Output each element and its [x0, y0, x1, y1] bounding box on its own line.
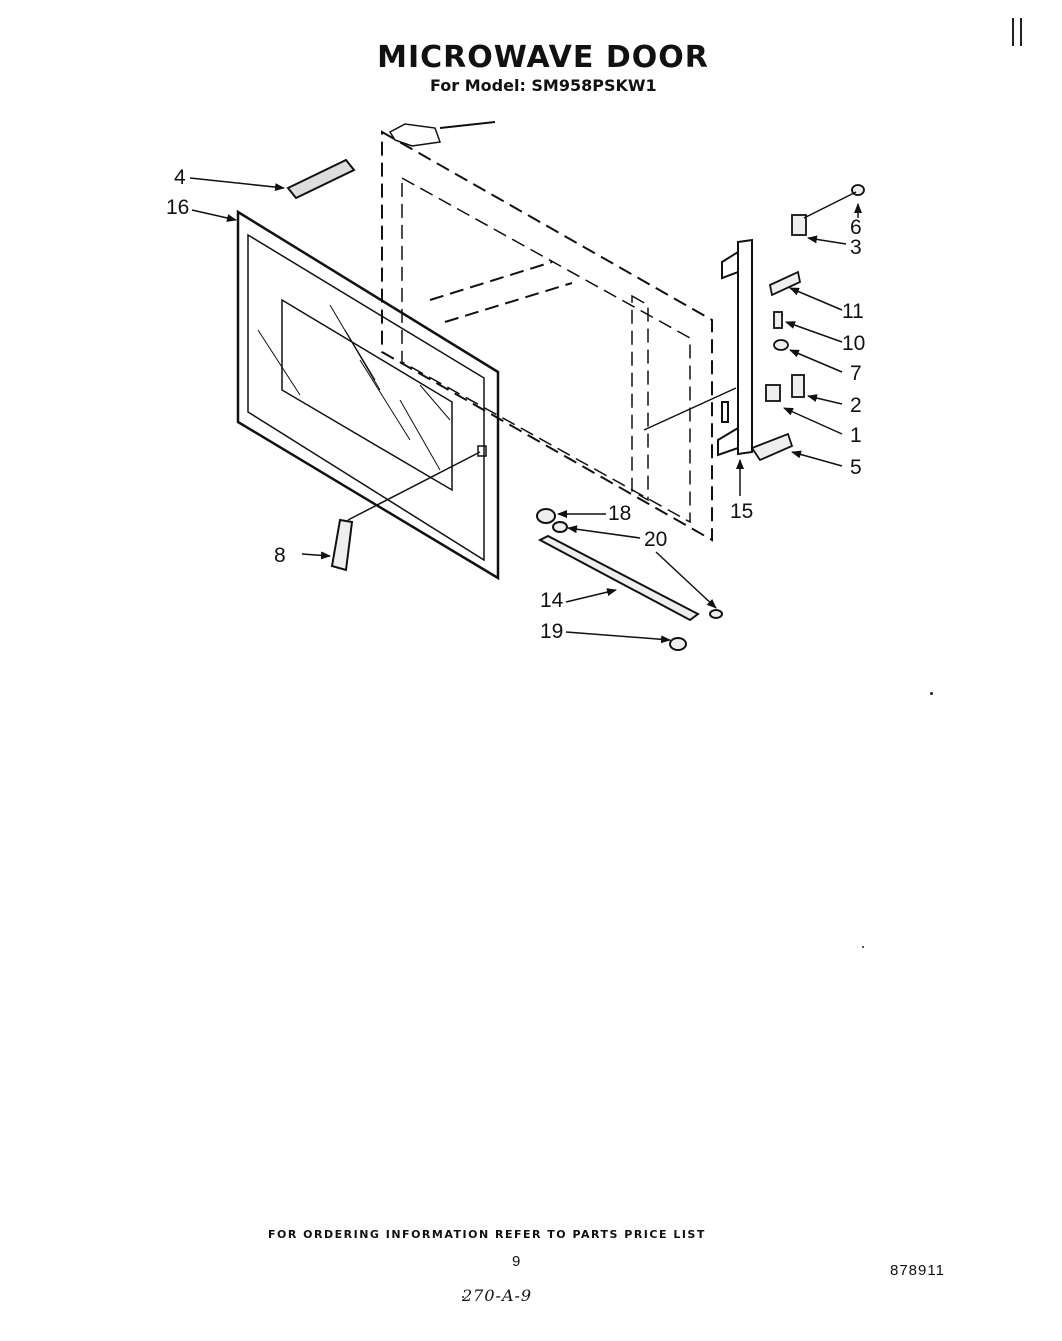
handwritten-note: 270-A-9	[462, 1286, 533, 1305]
leader-lines	[347, 191, 857, 521]
hinge-plate	[286, 158, 356, 200]
callout-20: 20	[644, 528, 667, 551]
callout-10: 10	[842, 332, 865, 355]
callout-19: 19	[540, 620, 563, 643]
callouts	[189, 177, 862, 644]
stray-mark-1	[930, 692, 933, 695]
ordering-info-note: FOR ORDERING INFORMATION REFER TO PARTS …	[268, 1228, 706, 1241]
page-number: 9	[512, 1253, 521, 1270]
callout-7: 7	[850, 362, 862, 385]
callout-11: 11	[842, 300, 864, 323]
margin-mark	[1012, 18, 1022, 46]
callout-15: 15	[730, 500, 753, 523]
front-door-panel	[236, 209, 500, 581]
frame-top-bracket	[388, 123, 442, 147]
door-handle	[330, 518, 354, 572]
callout-3: 3	[850, 236, 862, 259]
callout-16: 16	[166, 196, 189, 219]
stray-mark-2	[862, 946, 864, 948]
callout-1: 1	[850, 424, 862, 447]
callout-6: 6	[850, 216, 862, 239]
diagram-title: MICROWAVE DOOR	[377, 40, 709, 75]
callout-14: 14	[540, 589, 564, 612]
callout-8: 8	[274, 544, 286, 567]
exploded-parts-diagram: 4 16 8 6 3 11 10 7 2 1 5 15 18 20 14 19	[166, 121, 865, 651]
latch-bracket	[717, 238, 753, 457]
callout-4: 4	[174, 166, 186, 189]
model-subtitle: For Model: SM958PSKW1	[430, 76, 657, 95]
lower-hinge-arm	[536, 508, 723, 651]
callout-18: 18	[608, 502, 631, 525]
callout-labels: 4 16 8 6 3 11 10 7 2 1 5 15 18 20 14 19	[166, 166, 865, 643]
door-frame-dashed	[381, 121, 713, 542]
document-number: 878911	[890, 1262, 945, 1279]
stray-mark-3	[462, 1296, 464, 1298]
callout-5: 5	[850, 456, 862, 479]
callout-2: 2	[850, 394, 862, 417]
